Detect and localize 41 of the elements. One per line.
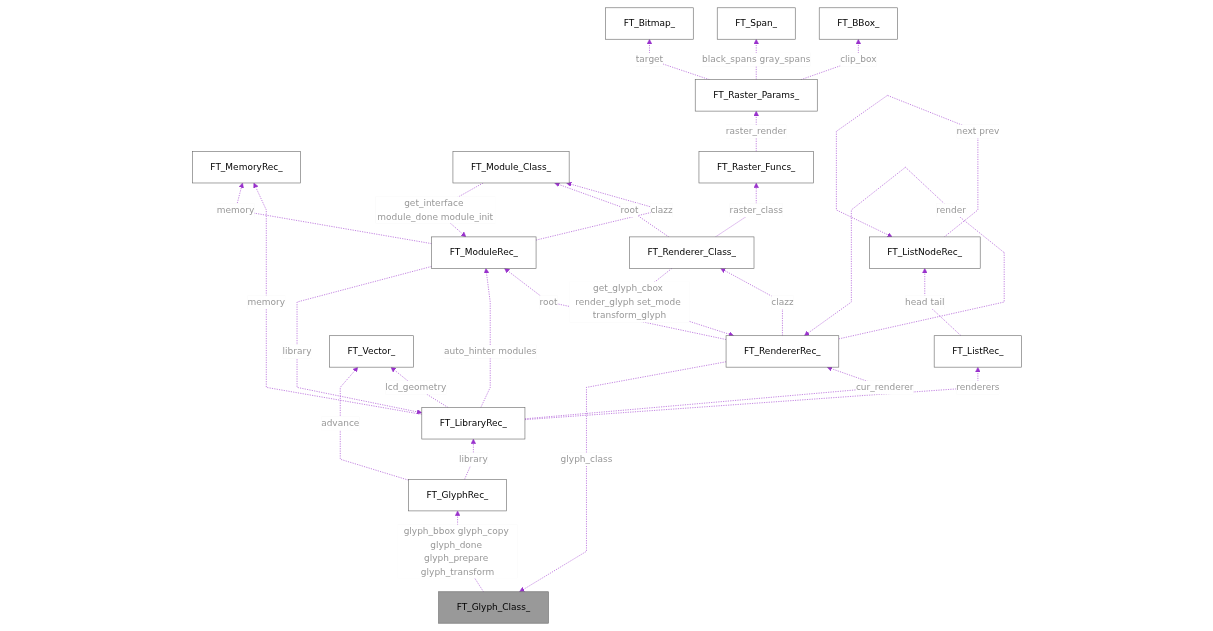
- node-box: FT_ModuleRec_: [430, 236, 536, 269]
- edge-label: auto_hinter modules: [443, 345, 536, 357]
- edge-label: head tail: [904, 296, 944, 308]
- node-box: FT_GlyphRec_: [407, 479, 507, 512]
- edge-label: clip_box: [839, 53, 877, 65]
- node-box: FT_Module_Class_: [452, 151, 569, 184]
- edge-label: glyph_bbox glyph_copy glyph_done glyph_prepare glyph_transform: [403, 525, 509, 577]
- edge-label: clazz: [649, 204, 673, 216]
- node-box: FT_BBox_: [818, 7, 898, 40]
- node-box: FT_ListNodeRec_: [868, 236, 980, 269]
- edge-label: memory: [216, 204, 254, 216]
- edge-label: renderers: [955, 381, 1000, 393]
- edge-label: glyph_class: [560, 453, 612, 465]
- node-box: FT_Raster_Funcs_: [698, 151, 814, 184]
- edge-label: get_glyph_cbox render_glyph set_mode transform_glyph: [574, 283, 681, 321]
- node-box: FT_MemoryRec_: [191, 151, 301, 184]
- edge-label: get_interface module_done module_init: [376, 197, 493, 222]
- node-box: FT_LibraryRec_: [421, 407, 525, 440]
- edge-label: target: [635, 53, 663, 65]
- node-box: FT_Glyph_Class_: [437, 591, 549, 624]
- edge-label: cur_renderer: [855, 381, 913, 393]
- edge-label: memory: [247, 296, 285, 308]
- edge-label: library: [458, 453, 488, 465]
- edge-label: library: [282, 345, 311, 357]
- node-box: FT_Vector_: [328, 335, 414, 368]
- node-box: FT_Renderer_Class_: [628, 236, 754, 269]
- edge-label: raster_class: [729, 204, 783, 216]
- edge-label: next prev: [955, 125, 999, 137]
- edge-label: render: [935, 204, 966, 216]
- edge-label: lcd_geometry: [384, 381, 446, 393]
- edge-label: root: [539, 296, 558, 308]
- edge-label: raster_render: [725, 125, 787, 137]
- edge-label: clazz: [770, 296, 794, 308]
- node-box: FT_Raster_Params_: [694, 79, 818, 112]
- edge-label: black_spans gray_spans: [701, 53, 810, 65]
- edge-label: root: [619, 204, 638, 216]
- node-box: FT_RendererRec_: [725, 335, 839, 368]
- node-box: FT_Span_: [716, 7, 796, 40]
- node-box: FT_Bitmap_: [604, 7, 694, 40]
- edge-label: advance: [320, 417, 359, 429]
- node-box: FT_ListRec_: [933, 335, 1022, 368]
